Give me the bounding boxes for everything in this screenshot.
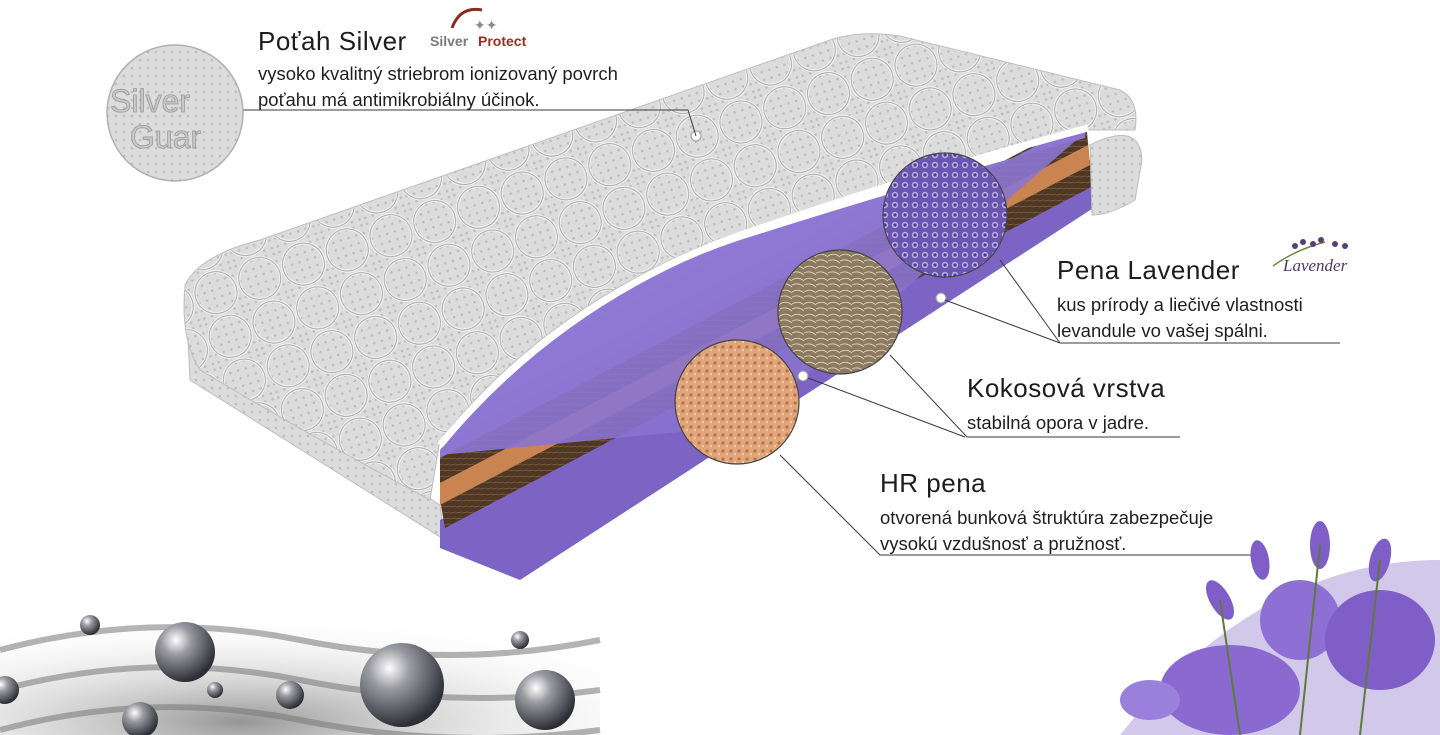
lavender-bouquet-illustration — [1120, 521, 1440, 735]
silver-mesh-illustration — [0, 600, 601, 735]
lavender-logo: Lavender — [1265, 236, 1375, 278]
sparkle-icon: ✦✦ — [474, 17, 498, 33]
callout-hr-line1: otvorená bunková štruktúra zabezpečuje — [880, 507, 1214, 528]
silver-guard-text-a: Silver — [110, 83, 190, 119]
mattress-end-wall — [1089, 134, 1143, 216]
silver-protect-logo: ✦✦ Silver Protect — [430, 4, 540, 52]
detail-circle-lavender-foam — [882, 152, 1008, 278]
callout-hr-title: HR pena — [880, 468, 987, 498]
callout-coconut: Kokosová vrstva stabilná opora v jadre. — [967, 373, 1267, 436]
callout-silver-desc: vysoko kvalitný striebrom ionizovaný pov… — [258, 61, 718, 113]
callout-coconut-title: Kokosová vrstva — [967, 373, 1166, 403]
detail-circle-hr-foam — [674, 339, 800, 465]
callout-silver: Poťah Silver vysoko kvalitný striebrom i… — [258, 26, 718, 113]
dot-coconut — [797, 370, 809, 382]
silver-protect-word-a: Silver — [430, 33, 469, 49]
callout-lavender-title: Pena Lavender — [1057, 255, 1240, 285]
dot-lavender — [935, 292, 947, 304]
detail-circle-silver: Silver Guar — [106, 44, 244, 182]
callout-hr-desc: otvorená bunková štruktúra zabezpečuje v… — [880, 505, 1300, 557]
cover-cut-edge — [437, 124, 1089, 448]
silver-guard-text-b: Guar — [130, 119, 201, 155]
callout-lavender-desc: kus prírody a liečivé vlastnosti levandu… — [1057, 292, 1387, 344]
lavender-logo-text: Lavender — [1282, 256, 1348, 275]
callout-coconut-desc: stabilná opora v jadre. — [967, 410, 1267, 436]
silver-protect-word-b: Protect — [478, 33, 527, 49]
callout-lavender: Pena Lavender kus prírody a liečivé vlas… — [1057, 255, 1387, 344]
detail-circle-coconut — [777, 249, 903, 375]
leader-lines — [240, 109, 1340, 556]
callout-coconut-line1: stabilná opora v jadre. — [967, 412, 1150, 433]
callout-hr: HR pena otvorená bunková štruktúra zabez… — [880, 468, 1300, 557]
callout-hr-line2: vysokú vzdušnosť a pružnosť. — [880, 533, 1127, 554]
callout-silver-line2: poťahu má antimikrobiálny účinok. — [258, 89, 540, 110]
callout-lavender-line1: kus prírody a liečivé vlastnosti — [1057, 294, 1303, 315]
callout-lavender-line2: levandule vo vašej spálni. — [1057, 320, 1268, 341]
callout-silver-line1: vysoko kvalitný striebrom ionizovaný pov… — [258, 63, 618, 84]
callout-silver-title: Poťah Silver — [258, 26, 407, 56]
